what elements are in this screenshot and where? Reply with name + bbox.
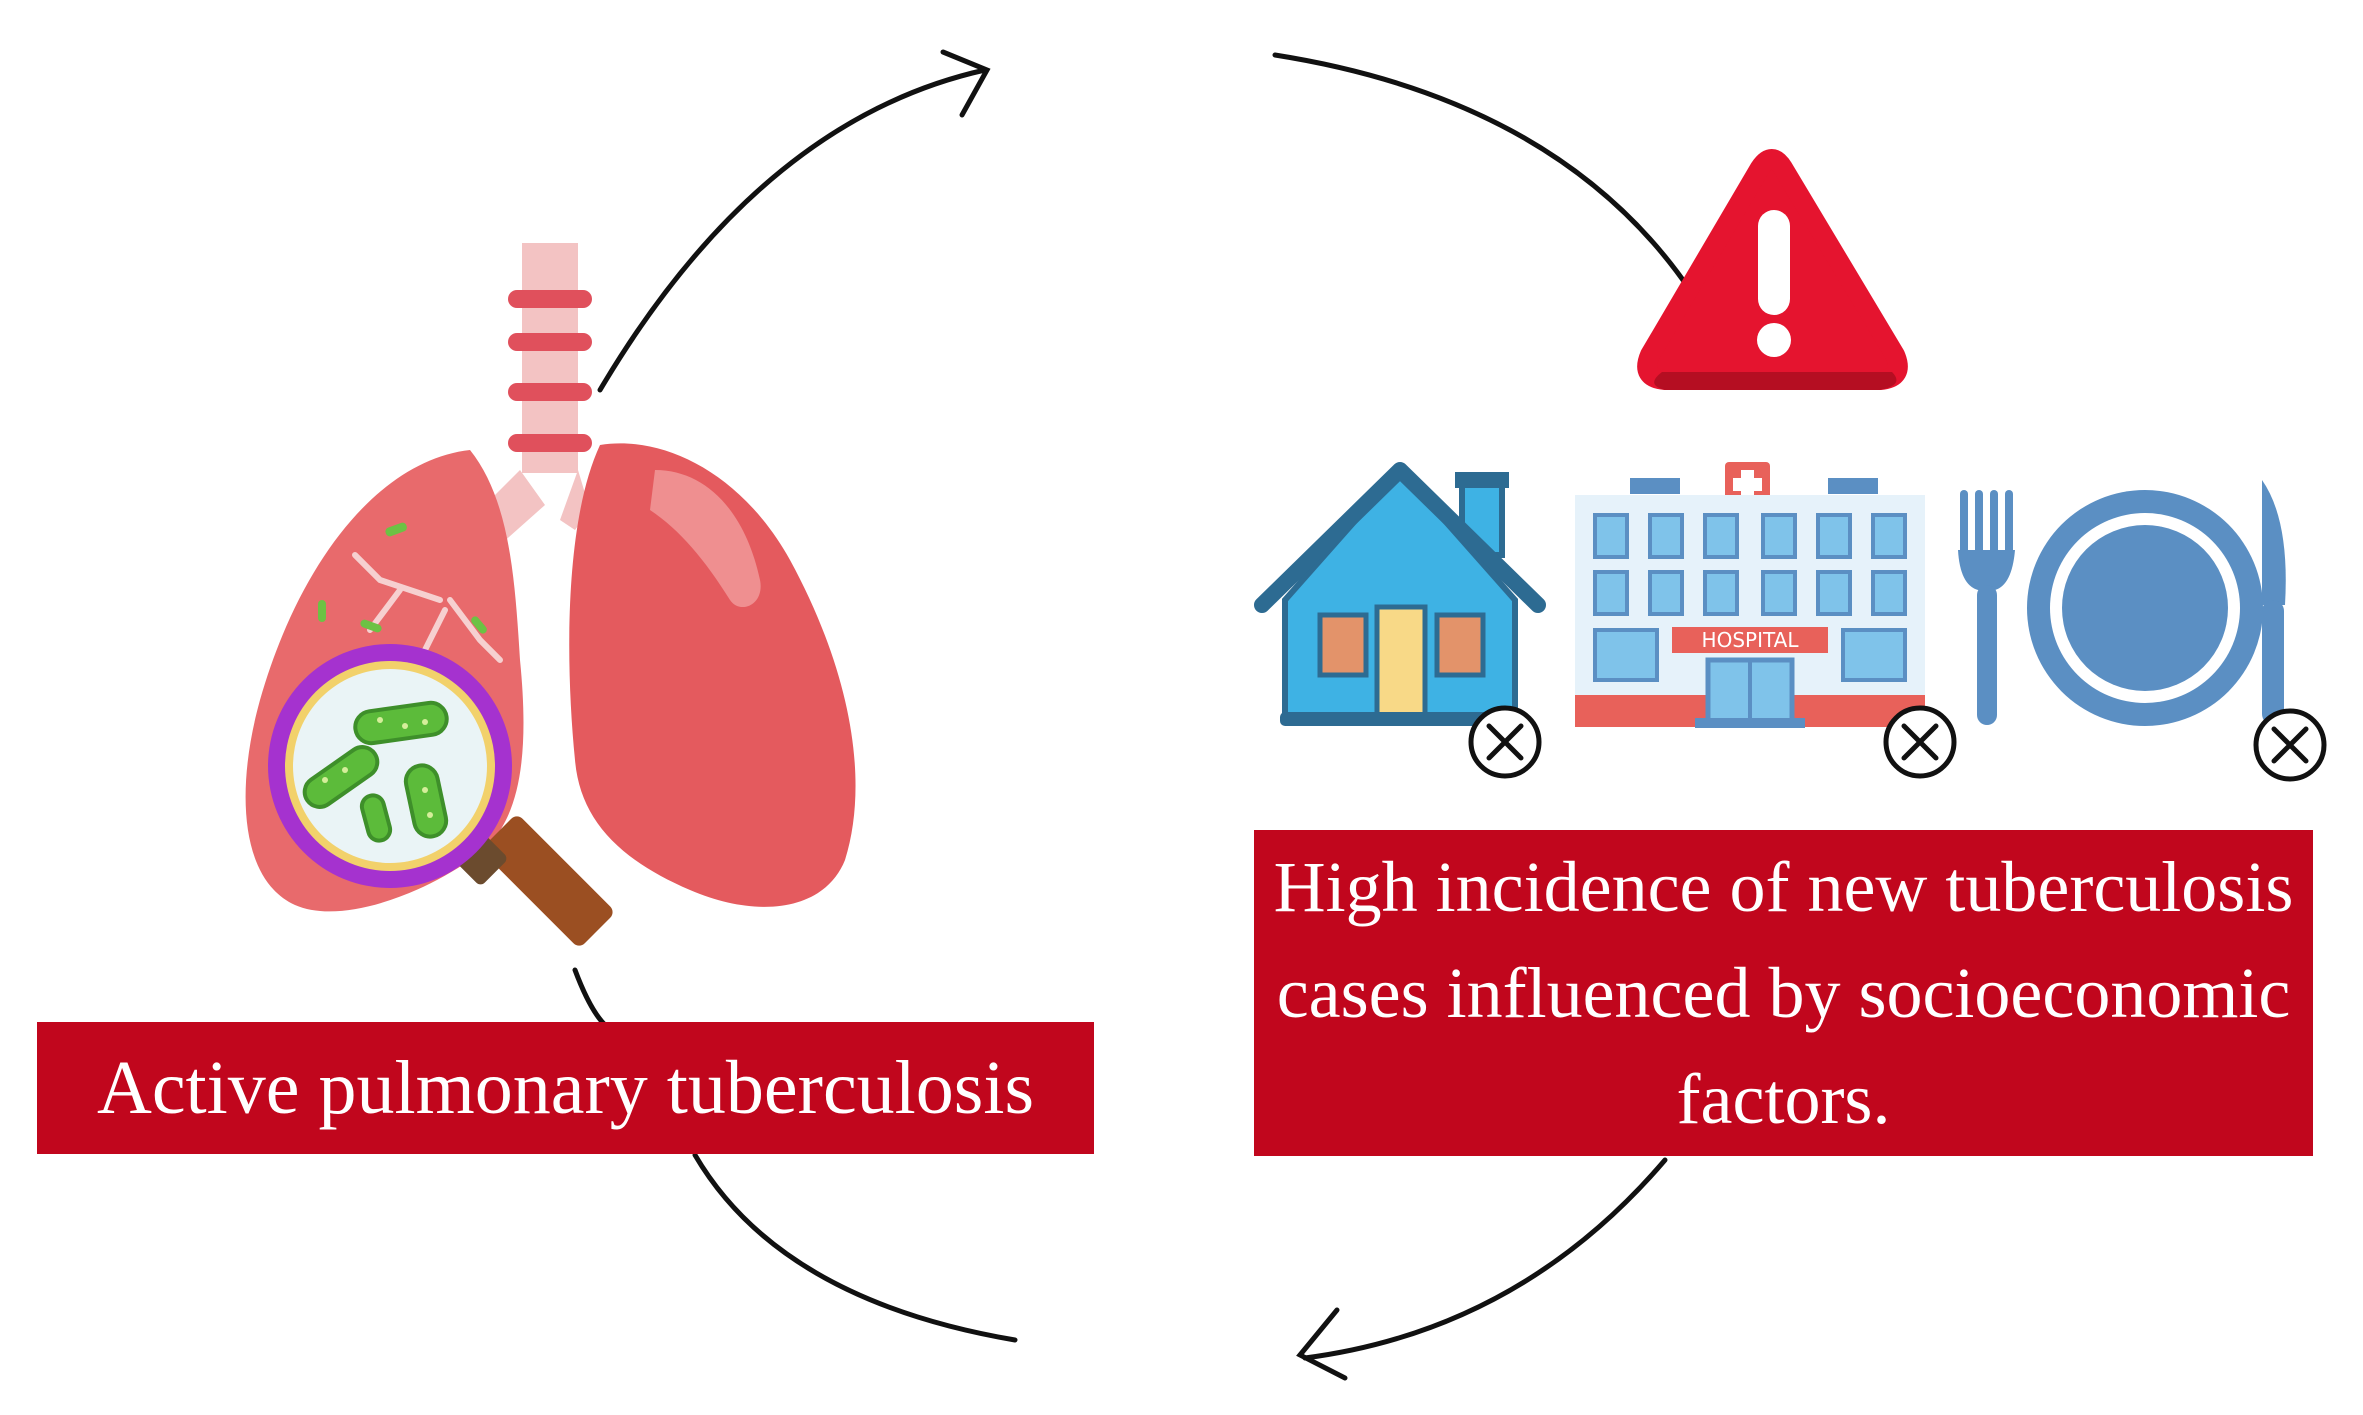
arrow-left-tail [572,967,608,1028]
knife-icon [2262,480,2286,725]
bacteria-small [318,522,487,634]
bacteria-spots [322,717,433,818]
arrow-top-left [597,67,988,393]
house-icon [1254,462,1546,726]
cycle-arrows [572,49,1693,1381]
hospital-icon: HOSPITAL [1575,462,1925,728]
bacteria-icon [302,700,449,843]
trachea-ring [508,333,592,351]
trachea-ring [508,290,592,308]
label-active-tb-text: Active pulmonary tuberculosis [96,1045,1035,1130]
arrow-bottom-right [1302,1157,1668,1361]
hospital-sign: HOSPITAL [1702,628,1800,652]
fork-icon [1958,490,2015,725]
magnifier-handle [483,816,613,946]
warning-icon [1637,149,1908,390]
label-active-tb: Active pulmonary tuberculosis [37,1022,1094,1154]
trachea-ring [508,434,592,452]
exclamation-dot [1757,323,1791,357]
arrow-head-bottom [1296,1307,1348,1381]
exclamation-bar [1758,210,1790,315]
label-socioeconomic-text: High incidence of new tuberculosis cases… [1273,847,2294,1139]
trachea-ring [508,383,592,401]
label-socioeconomic: High incidence of new tuberculosis cases… [1254,830,2313,1156]
cross-circle-icon [1883,705,1957,779]
lung-highlight [650,470,761,608]
plate-center [2062,525,2228,691]
cross-circle-icon [1468,705,1542,779]
lung-right [569,443,856,907]
arrow-top-right [1272,52,1693,293]
magnifier-icon [268,644,613,946]
hospital-windows [1593,513,1907,682]
arrow-bottom-left [692,1152,1018,1343]
hospital-sign-bg [1672,627,1828,653]
cross-circle-icon [2253,708,2327,782]
plate-cutlery-icon [1958,480,2286,726]
arrow-head-top [940,49,991,118]
